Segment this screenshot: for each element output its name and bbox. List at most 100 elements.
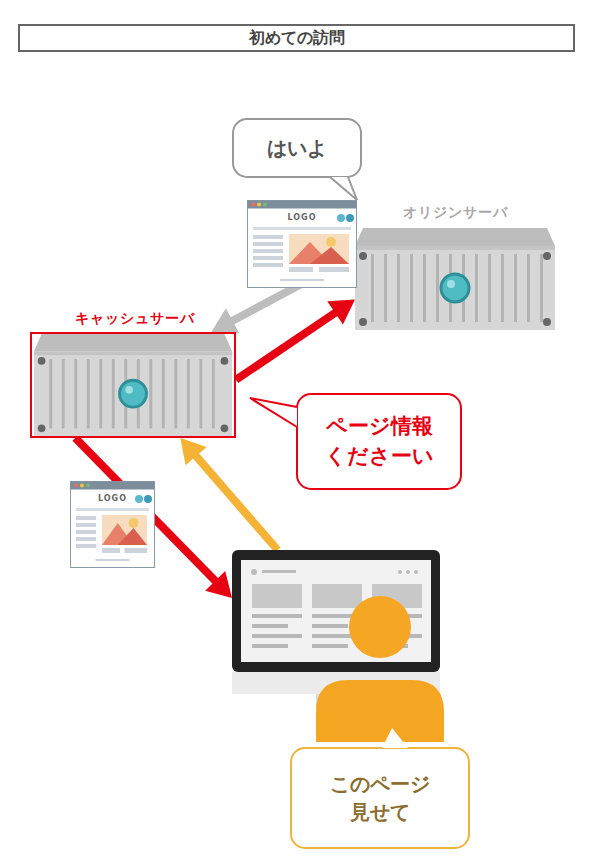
drawing-rect [397, 254, 400, 322]
drawing-circle [86, 484, 90, 488]
server-label: オリジンサーバ [403, 204, 508, 222]
drawing-circle [349, 596, 411, 658]
drawing-rect [187, 359, 190, 428]
server-label: キャッシュサーバ [75, 310, 195, 328]
drawing-rect [248, 201, 357, 209]
arrow-head [327, 299, 355, 324]
arrow-line [195, 455, 278, 550]
drawing-rect [514, 254, 517, 322]
drawing-rect [76, 516, 96, 520]
drawing-rect [34, 351, 232, 355]
drawing-rect [76, 537, 96, 541]
drawing-rect [74, 359, 77, 428]
logo-text: LOGO [288, 214, 317, 222]
drawing-rect [149, 359, 152, 428]
speech-bubble: ページ情報 くださーい [296, 393, 462, 490]
drawing-rect [49, 359, 52, 428]
arrow-line [236, 312, 337, 380]
drawing-rect [319, 267, 349, 272]
drawing-rect [289, 234, 349, 264]
drawing-circle [441, 274, 469, 302]
drawing-rect [112, 359, 115, 428]
drawing-polygon [310, 247, 349, 264]
arrow-head [180, 438, 206, 465]
drawing-circle [144, 495, 152, 503]
drawing-rect [252, 614, 302, 618]
drawing-rect [291, 748, 469, 848]
drawing-rect [99, 359, 102, 428]
server-shape [355, 228, 555, 330]
web-page-thumbnail: LOGO [70, 481, 155, 568]
drawing-rect [297, 394, 461, 489]
server-shape [32, 334, 234, 436]
drawing-circle [74, 484, 78, 488]
drawing-rect [212, 359, 215, 428]
drawing-rect [475, 254, 478, 322]
drawing-rect [488, 254, 491, 322]
drawing-rect [384, 254, 387, 322]
drawing-rect [162, 359, 165, 428]
drawing-rect [96, 559, 130, 561]
speech-text: このページ 見せて [324, 770, 436, 826]
arrow-head [205, 571, 232, 598]
logo-text: LOGO [98, 495, 127, 503]
drawing-rect [71, 482, 155, 568]
drawing-polygon [382, 728, 408, 748]
drawing-rect [253, 249, 283, 253]
drawing-rect [199, 359, 202, 428]
drawing-rect [280, 279, 324, 281]
drawing-circle [221, 424, 229, 432]
drawing-circle [414, 570, 418, 574]
title-box: 初めての訪問 [18, 24, 575, 52]
drawing-circle [120, 380, 147, 407]
drawing-circle [125, 386, 133, 394]
drawing-rect [253, 263, 283, 267]
drawing-rect [253, 235, 283, 239]
drawing-circle [38, 424, 46, 432]
bubble-shape [296, 393, 462, 490]
drawing-polyline [330, 177, 357, 200]
drawing-rect [252, 584, 302, 608]
drawing-rect [501, 254, 504, 322]
drawing-rect [312, 584, 362, 608]
drawing-rect [252, 624, 288, 628]
arrow-head [211, 308, 239, 333]
drawing-rect [248, 201, 357, 288]
drawing-circle [135, 495, 143, 503]
speech-text: ページ情報 くださーい [319, 412, 439, 471]
drawing-rect [232, 550, 440, 672]
drawing-rect [410, 254, 413, 322]
speech-bubble-text-area: このページ 見せて [290, 747, 470, 849]
drawing-g [291, 728, 469, 866]
drawing-rect [71, 482, 155, 490]
drawing-rect [436, 254, 439, 322]
drawing-circle [251, 203, 255, 207]
drawing-rect [62, 359, 65, 428]
drawing-circle [221, 357, 229, 365]
drawing-rect [355, 246, 555, 250]
drawing-rect [540, 254, 543, 322]
drawing-rect [527, 254, 530, 322]
drawing-rect [289, 267, 313, 272]
drawing-polygon [330, 177, 357, 200]
drawing-rect [76, 530, 96, 534]
user-computer: このページ 見せて [232, 550, 472, 850]
drawing-circle [80, 484, 84, 488]
drawing-rect [252, 644, 288, 648]
drawing-rect [253, 227, 351, 230]
drawing-rect [371, 254, 374, 322]
drawing-circle [359, 318, 367, 326]
web-page-thumbnail: LOGO [247, 200, 357, 288]
drawing-circle [129, 518, 139, 528]
drawing-path [316, 680, 444, 742]
drawing-circle [543, 318, 551, 326]
drawing-rect [262, 570, 296, 573]
speech-text: はいよ [267, 134, 327, 162]
drawing-circle [447, 280, 455, 288]
drawing-circle [398, 570, 402, 574]
drawing-rect [312, 644, 348, 648]
drawing-circle [326, 237, 336, 247]
drawing-circle [337, 214, 345, 222]
drawing-polygon [34, 334, 232, 351]
drawing-circle [543, 252, 551, 260]
